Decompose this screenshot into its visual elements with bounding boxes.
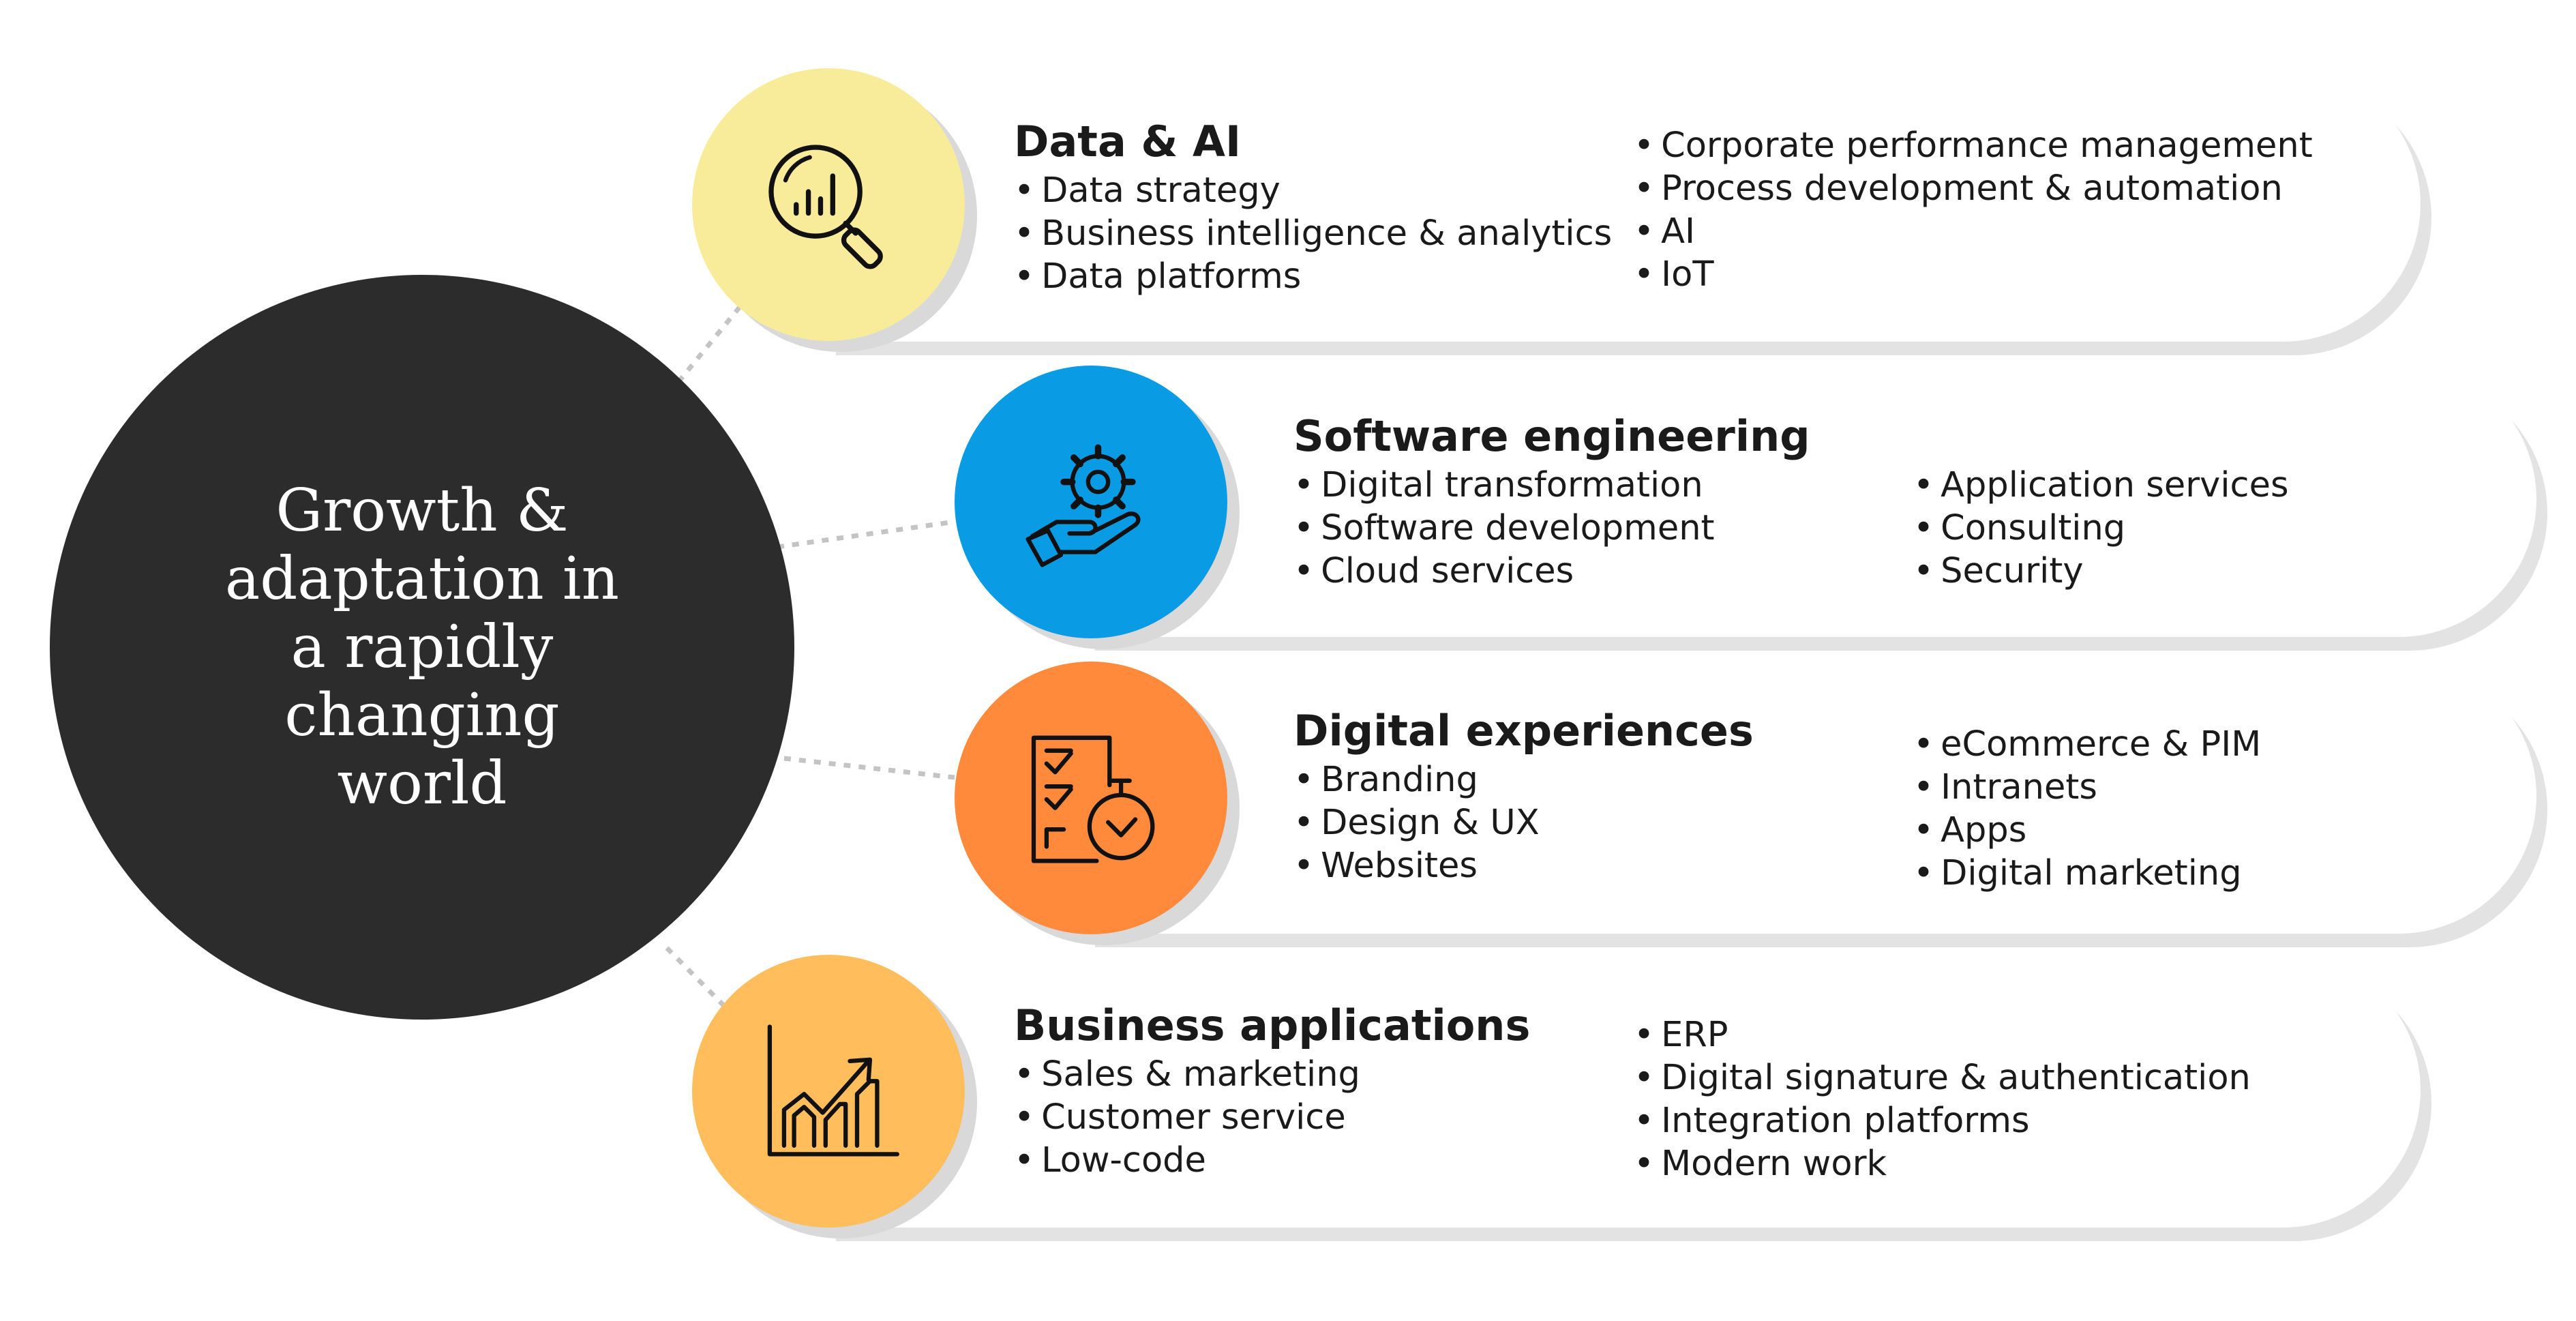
- category-title: Business applications: [1014, 1000, 1531, 1050]
- hand-gear-icon: [1025, 444, 1141, 567]
- item-list-col2: eCommerce & PIM Intranets Apps Digital m…: [1913, 723, 2261, 895]
- list-item: Corporate performance management: [1634, 124, 2313, 167]
- item-list-col2: ERP Digital signature & authentication I…: [1634, 1013, 2251, 1185]
- list-item: Intranets: [1913, 766, 2261, 809]
- hub-text: Growth & adaptation in a rapidly changin…: [225, 477, 619, 818]
- list-item: Digital transformation: [1293, 464, 1810, 507]
- list-item: Modern work: [1634, 1142, 2251, 1185]
- text-block-business-applications-col2: ERP Digital signature & authentication I…: [1634, 1013, 2251, 1185]
- text-block-business-applications: Business applications Sales & marketing …: [1014, 998, 1530, 1182]
- list-item: Software development: [1293, 507, 1810, 550]
- category-title: Digital experiences: [1293, 706, 1754, 756]
- list-item: Digital marketing: [1913, 852, 2261, 895]
- item-list-col2: Application services Consulting Security: [1913, 464, 2289, 593]
- list-item: Digital signature & authentication: [1634, 1056, 2251, 1099]
- text-block-software-engineering-col2: Application services Consulting Security: [1913, 464, 2289, 593]
- category-title: Software engineering: [1293, 411, 1810, 461]
- item-list-col2: Corporate performance management Process…: [1634, 124, 2313, 296]
- icon-circle-data-ai: [692, 68, 965, 341]
- list-item: Branding: [1293, 758, 1754, 801]
- list-item: Integration platforms: [1634, 1099, 2251, 1142]
- list-item: eCommerce & PIM: [1913, 723, 2261, 766]
- icon-circle-software-engineering: [955, 366, 1227, 638]
- list-item: Security: [1913, 550, 2289, 593]
- item-list-col1: Data strategy Business intelligence & an…: [1014, 169, 1612, 298]
- list-item: Apps: [1913, 809, 2261, 852]
- list-item: Websites: [1293, 844, 1754, 887]
- text-block-data-ai: Data & AI Data strategy Business intelli…: [1014, 115, 1612, 298]
- connector-data-ai: [676, 305, 742, 384]
- text-block-digital-experiences-col2: eCommerce & PIM Intranets Apps Digital m…: [1913, 723, 2261, 895]
- list-item: Low-code: [1014, 1139, 1530, 1182]
- category-title: Data & AI: [1014, 117, 1242, 166]
- magnifier-chart-icon: [768, 145, 883, 269]
- text-block-data-ai-col2: Corporate performance management Process…: [1634, 124, 2313, 296]
- list-item: Application services: [1913, 464, 2288, 507]
- connector-business-applications: [665, 946, 728, 1010]
- checklist-clock-icon: [1031, 735, 1155, 863]
- list-item: Data platforms: [1014, 255, 1612, 298]
- list-item: Design & UX: [1293, 801, 1754, 844]
- item-list-col1: Digital transformation Software developm…: [1293, 464, 1810, 593]
- list-item: Sales & marketing: [1014, 1053, 1530, 1096]
- list-item: Data strategy: [1014, 169, 1612, 212]
- list-item: ERP: [1634, 1013, 2251, 1056]
- list-item: IoT: [1634, 253, 2313, 296]
- icon-circle-digital-experiences: [955, 662, 1227, 934]
- item-list-col1: Branding Design & UX Websites: [1293, 758, 1754, 887]
- icon-circle-business-applications: [692, 955, 965, 1228]
- list-item: Business intelligence & analytics: [1014, 212, 1612, 255]
- list-item: Customer service: [1014, 1096, 1530, 1139]
- growth-chart-icon: [767, 1024, 899, 1157]
- connector-digital-experiences: [783, 756, 955, 780]
- text-block-software-engineering: Software engineering Digital transformat…: [1293, 409, 1810, 593]
- item-list-col1: Sales & marketing Customer service Low-c…: [1014, 1053, 1530, 1182]
- list-item: Cloud services: [1293, 550, 1810, 593]
- hub-circle: Growth & adaptation in a rapidly changin…: [50, 275, 794, 1020]
- list-item: AI: [1634, 210, 2313, 253]
- list-item: Consulting: [1913, 507, 2289, 550]
- text-block-digital-experiences: Digital experiences Branding Design & UX…: [1293, 704, 1754, 887]
- list-item: Process development & automation: [1634, 167, 2313, 210]
- connector-software-engineering: [777, 519, 955, 550]
